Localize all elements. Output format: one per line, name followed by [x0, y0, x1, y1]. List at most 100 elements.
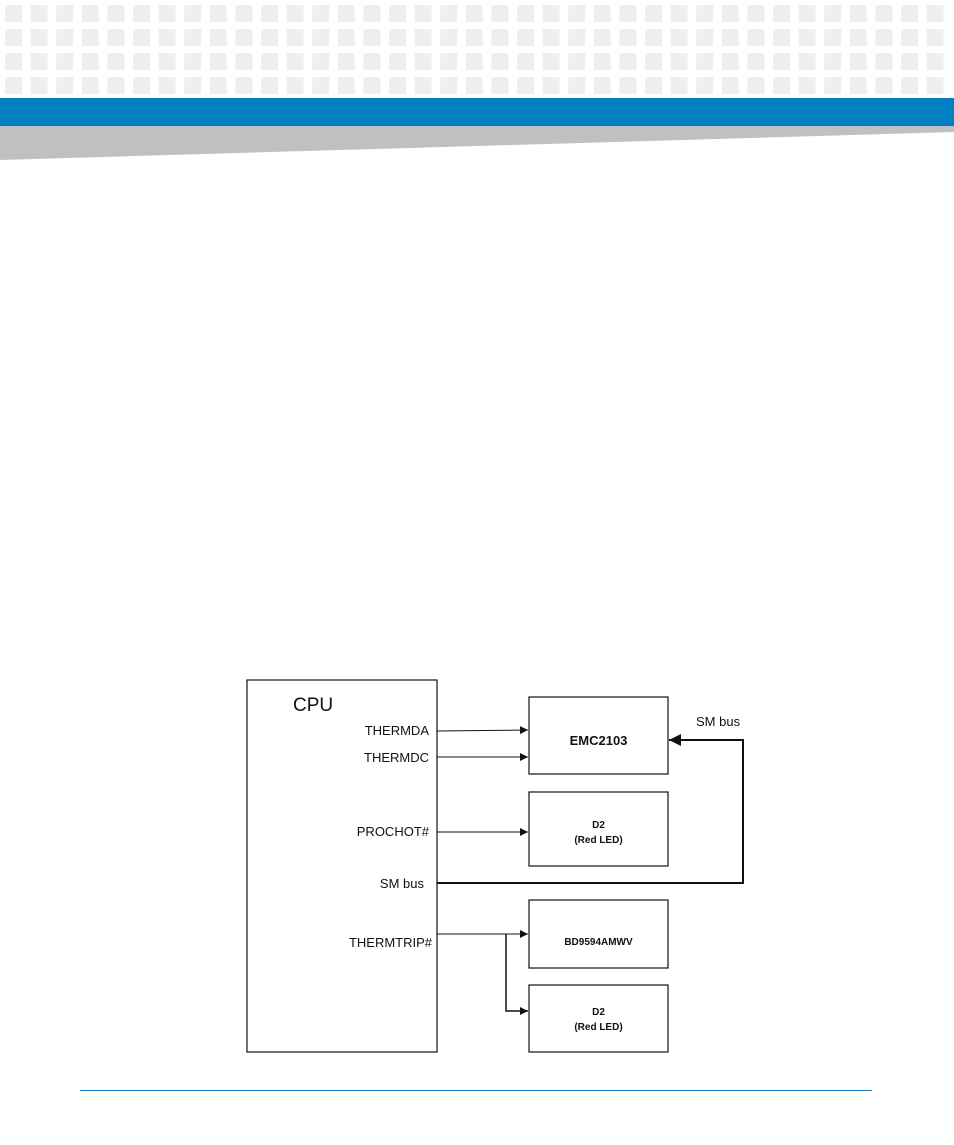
header-tile	[696, 77, 714, 94]
header-tile	[184, 77, 202, 94]
emc2103-block: EMC2103	[528, 696, 669, 775]
header-tile	[773, 29, 790, 46]
header-tile	[491, 77, 509, 94]
header-tile	[773, 77, 790, 94]
header-tile	[209, 29, 227, 46]
header-tile	[926, 77, 944, 94]
thermtrip-led-arrow	[505, 934, 528, 1015]
header-tile	[235, 77, 253, 94]
header-tile	[875, 29, 893, 46]
cpu-block: CPU	[246, 679, 438, 1053]
header-tile	[593, 5, 611, 22]
header-tile	[312, 5, 330, 22]
header-tile	[56, 29, 74, 46]
header-tile	[81, 29, 99, 46]
header-tile	[747, 5, 765, 22]
header-tile	[5, 29, 22, 46]
header-tile	[696, 53, 714, 70]
header-tile	[81, 77, 99, 94]
header-tile	[158, 5, 176, 22]
header-tile	[619, 53, 637, 70]
header-tile	[517, 77, 534, 94]
header-tile	[5, 77, 22, 94]
header-tile	[184, 29, 202, 46]
header-tile	[901, 29, 918, 46]
header-tile	[670, 53, 688, 70]
header-tile	[286, 29, 304, 46]
header-tile	[235, 29, 253, 46]
header-tile	[286, 5, 304, 22]
header-tile	[593, 53, 611, 70]
header-tile	[337, 53, 355, 70]
header-tile	[312, 53, 330, 70]
header-tile	[363, 53, 381, 70]
header-tile	[568, 53, 586, 70]
header-tile	[465, 77, 483, 94]
footer-rule	[80, 1090, 872, 1091]
header-tile	[645, 29, 662, 46]
header-tile	[849, 29, 867, 46]
header-tile	[798, 29, 816, 46]
header-tile	[158, 77, 176, 94]
header-tile	[645, 53, 662, 70]
header-tile	[235, 53, 253, 70]
header-tile	[824, 53, 842, 70]
header-tile	[849, 77, 867, 94]
header-tile	[491, 5, 509, 22]
thermda-arrow	[436, 726, 529, 735]
smbus-label: SM bus	[696, 714, 741, 729]
header-tile	[440, 29, 458, 46]
header-tile	[721, 77, 739, 94]
header-tile	[593, 77, 611, 94]
header-tile	[568, 29, 586, 46]
header-tile	[30, 29, 48, 46]
header-tile	[133, 29, 150, 46]
header-tile	[542, 5, 560, 22]
header-tile	[312, 77, 330, 94]
header-tile	[30, 53, 48, 70]
header-tile	[901, 5, 918, 22]
header-tile	[107, 29, 125, 46]
header-tile	[721, 5, 739, 22]
header-tile	[696, 5, 714, 22]
header-tile	[542, 53, 560, 70]
signal-label-thermdc: THERMDC	[364, 750, 429, 765]
header-tile	[517, 29, 534, 46]
smbus-connection	[437, 734, 744, 884]
header-tile	[696, 29, 714, 46]
header-tile	[337, 29, 355, 46]
signal-label-thermtrip: THERMTRIP#	[349, 935, 433, 950]
header-tile	[875, 5, 893, 22]
header-tile	[824, 29, 842, 46]
header-tile	[517, 53, 534, 70]
header-tile	[721, 29, 739, 46]
led-block-thermtrip: D2 (Red LED)	[528, 984, 669, 1053]
header-tile	[875, 77, 893, 94]
header-tile	[747, 77, 765, 94]
header-tile	[491, 53, 509, 70]
header-tile	[56, 53, 74, 70]
header-tile	[517, 5, 534, 22]
header-tile	[107, 5, 125, 22]
header-tile	[670, 29, 688, 46]
header-swoosh	[0, 126, 954, 160]
header-tile	[670, 5, 688, 22]
header-tile	[81, 53, 99, 70]
header-tile	[798, 53, 816, 70]
signal-label-prochot: PROCHOT#	[357, 824, 430, 839]
header-tile	[235, 5, 253, 22]
header-tile	[440, 5, 458, 22]
header-tile	[56, 77, 74, 94]
header-tile	[389, 77, 406, 94]
header-tile	[286, 53, 304, 70]
header-tile	[158, 53, 176, 70]
header-bar	[0, 98, 954, 126]
header-tile	[30, 5, 48, 22]
header-tile	[926, 53, 944, 70]
header-tile	[619, 77, 637, 94]
header-tile	[901, 77, 918, 94]
header-tile	[619, 29, 637, 46]
header-tile	[5, 5, 22, 22]
led-label-line2: (Red LED)	[574, 835, 622, 846]
led-label-line1: D2	[592, 1007, 605, 1018]
